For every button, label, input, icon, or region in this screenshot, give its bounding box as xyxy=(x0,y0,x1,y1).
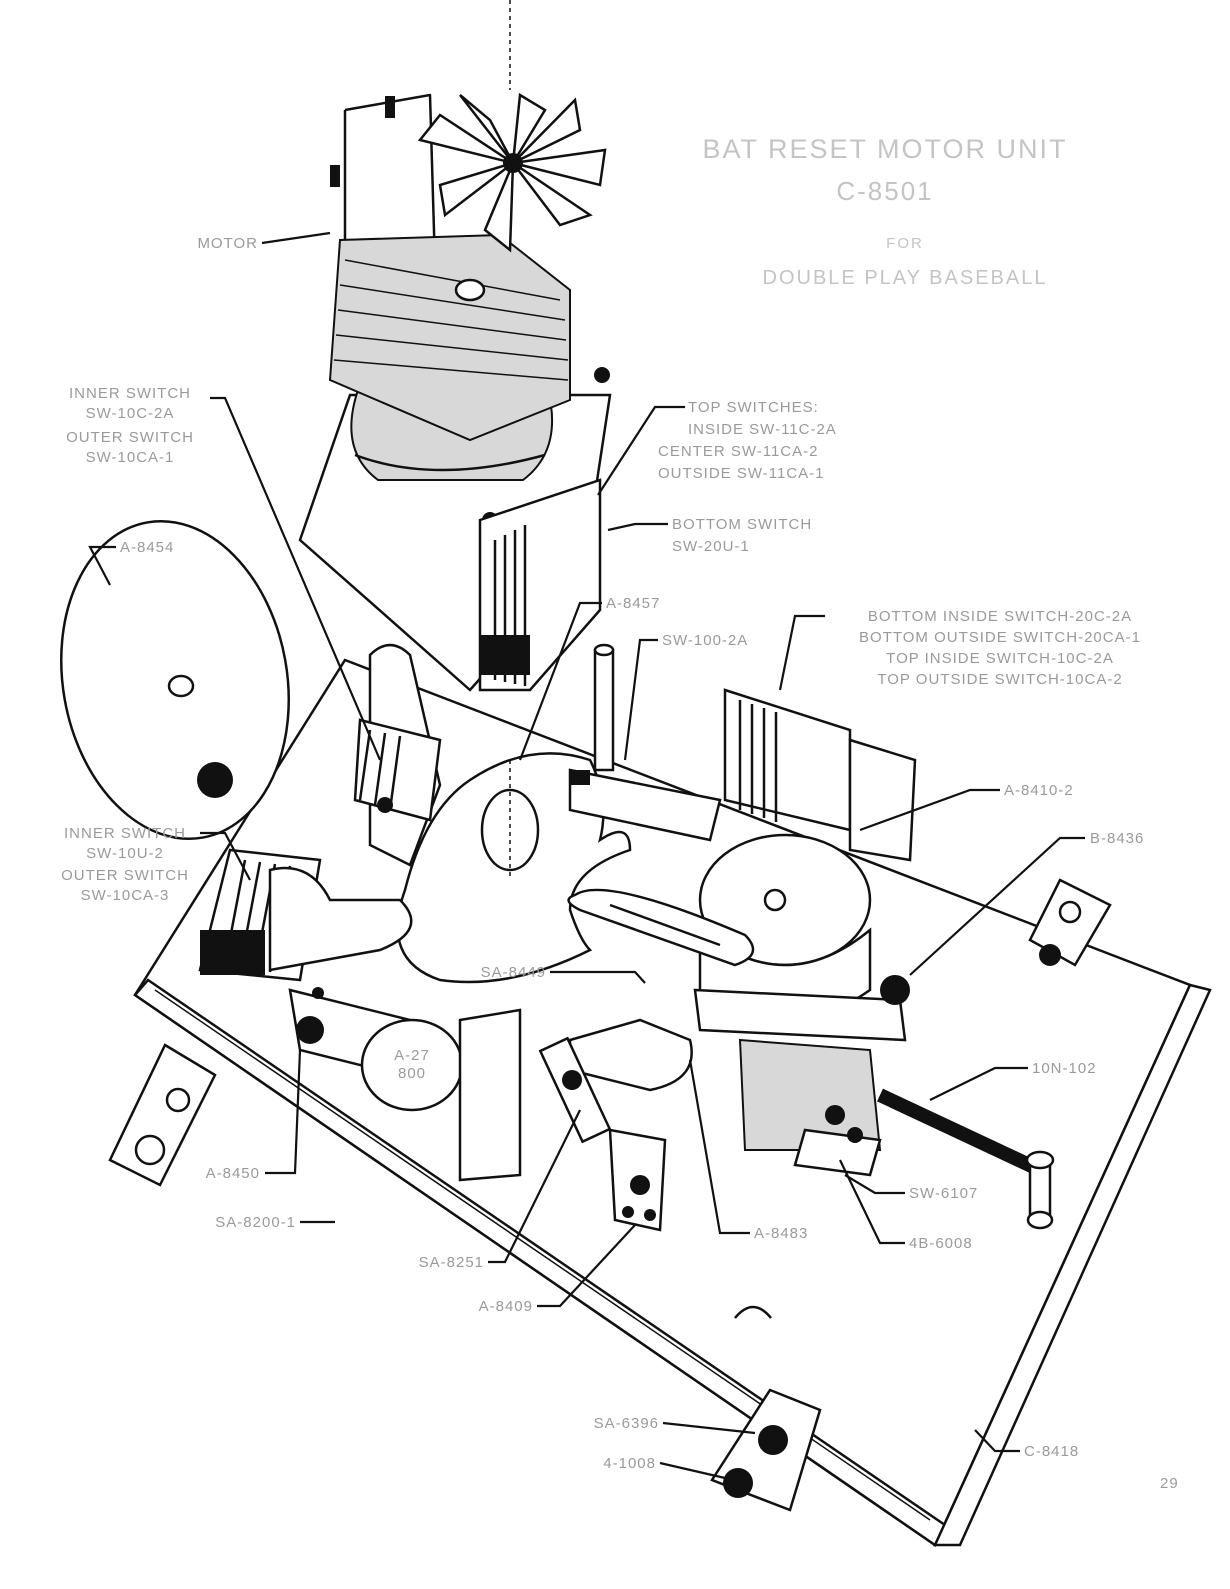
label-inner-switch-top-1: INNER SWITCH xyxy=(69,385,191,402)
coil-assembly: A-27 800 xyxy=(288,987,522,1182)
label-c8418: C-8418 xyxy=(1024,1443,1079,1460)
label-a8450: A-8450 xyxy=(206,1165,260,1182)
label-stack-3: TOP INSIDE SWITCH-10C-2A xyxy=(886,650,1114,667)
label-top-switches-4: OUTSIDE SW-11CA-1 xyxy=(658,465,824,482)
label-4-1008: 4-1008 xyxy=(603,1455,656,1472)
coil-text-1: A-27 xyxy=(394,1047,430,1064)
label-a8409: A-8409 xyxy=(479,1298,533,1315)
label-inner-switch-left-3: OUTER SWITCH xyxy=(61,867,189,884)
label-a8457: A-8457 xyxy=(606,595,660,612)
label-sw6107: SW-6107 xyxy=(909,1185,978,1202)
title-line-3: FOR xyxy=(886,235,924,252)
label-spring-10n: 10N-102 xyxy=(1032,1060,1097,1077)
disc-a8454 xyxy=(60,519,290,841)
label-stack-2: BOTTOM OUTSIDE SWITCH-20CA-1 xyxy=(859,629,1141,646)
fan-icon xyxy=(417,92,607,253)
title-line-2: C-8501 xyxy=(836,176,933,206)
label-top-switches-2: INSIDE SW-11C-2A xyxy=(688,421,837,438)
coil-text-2: 800 xyxy=(398,1065,426,1082)
label-4b6008: 4B-6008 xyxy=(909,1235,973,1252)
label-inner-switch-left-4: SW-10CA-3 xyxy=(81,887,170,904)
label-a8483: A-8483 xyxy=(754,1225,808,1242)
label-b8436: B-8436 xyxy=(1090,830,1144,847)
base-plate-c8418 xyxy=(108,658,1212,1547)
right-switch-stack xyxy=(568,643,917,862)
part-labels: MOTOR INNER SWITCH SW-10C-2A OUTER SWITC… xyxy=(61,235,1179,1492)
label-motor: MOTOR xyxy=(197,235,258,252)
label-inner-switch-top-4: SW-10CA-1 xyxy=(86,449,175,466)
label-stack-4: TOP OUTSIDE SWITCH-10CA-2 xyxy=(877,671,1122,688)
label-inner-switch-top-2: SW-10C-2A xyxy=(86,405,175,422)
label-inner-switch-top-3: OUTER SWITCH xyxy=(66,429,194,446)
label-top-switches-1: TOP SWITCHES: xyxy=(688,399,819,416)
label-inner-switch-left-2: SW-10U-2 xyxy=(86,845,164,862)
label-a8410-2: A-8410-2 xyxy=(1004,782,1074,799)
label-sa8449: SA-8449 xyxy=(481,964,546,981)
label-sw100-2a: SW-100-2A xyxy=(662,632,748,649)
title-block: BAT RESET MOTOR UNIT C-8501 FOR DOUBLE P… xyxy=(702,134,1067,289)
leader-lines xyxy=(88,231,1085,1480)
lever-and-bracket xyxy=(538,888,755,1232)
label-bottom-switch-1: BOTTOM SWITCH xyxy=(672,516,812,533)
label-stack-1: BOTTOM INSIDE SWITCH-20C-2A xyxy=(868,608,1132,625)
top-switch-stack xyxy=(478,478,602,692)
lamination-lines xyxy=(333,259,569,381)
label-sa8251: SA-8251 xyxy=(419,1254,484,1271)
label-sa8200: SA-8200-1 xyxy=(215,1214,296,1231)
inner-outer-switch-top xyxy=(353,643,442,867)
title-line-1: BAT RESET MOTOR UNIT xyxy=(702,134,1067,164)
label-a8454: A-8454 xyxy=(120,539,174,556)
page-number: 29 xyxy=(1160,1475,1179,1492)
inner-outer-switch-bottom xyxy=(198,848,413,982)
right-gear-drum xyxy=(693,833,1055,1230)
title-line-4: DOUBLE PLAY BASEBALL xyxy=(763,267,1048,289)
label-sa6396: SA-6396 xyxy=(594,1415,659,1432)
label-bottom-switch-2: SW-20U-1 xyxy=(672,538,750,555)
label-top-switches-3: CENTER SW-11CA-2 xyxy=(658,443,818,460)
label-inner-switch-left-1: INNER SWITCH xyxy=(64,825,186,842)
